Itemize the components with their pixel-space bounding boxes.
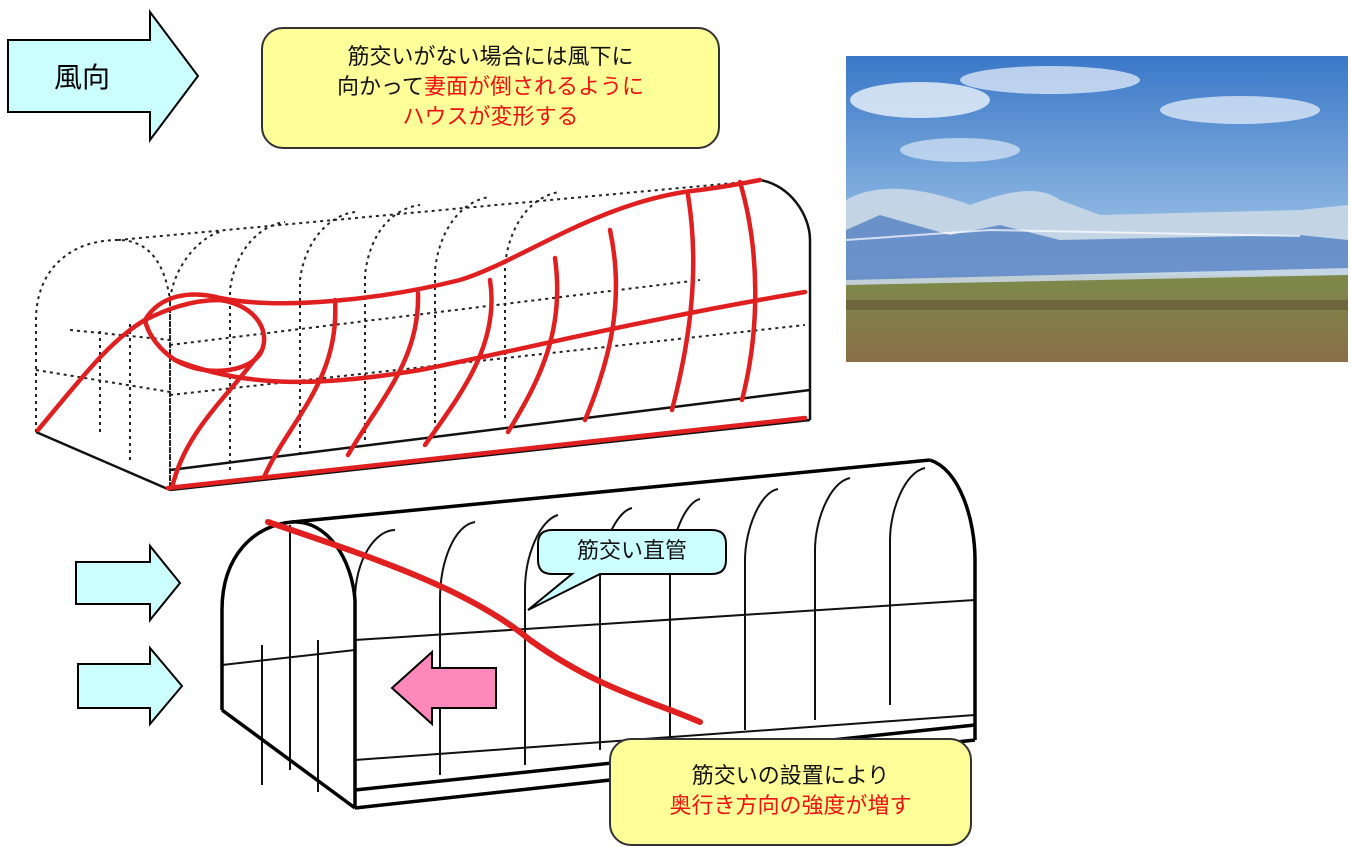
greenhouse-braced-frame xyxy=(221,467,976,792)
collapsed-greenhouse-photo xyxy=(845,56,1348,362)
callout-line-3: ハウスが変形する xyxy=(402,105,579,130)
greenhouse-deformation xyxy=(35,177,808,491)
brace-pipe-label: 筋交い直管 xyxy=(576,539,687,564)
unbraced-deformation-callout: 筋交いがない場合には風下に 向かって妻面が倒されるように ハウスが変形する xyxy=(261,27,720,149)
callout-line-2: 向かって妻面が倒されるように xyxy=(263,73,718,103)
braced-strength-callout: 筋交いの設置により 奥行き方向の強度が増す xyxy=(609,738,972,846)
callout-line-1: 筋交いがない場合には風下に xyxy=(347,45,634,70)
strength-arrow xyxy=(390,649,497,727)
wind-arrow-lower xyxy=(77,645,184,727)
callout-bottom-line-1: 筋交いの設置により xyxy=(691,764,890,789)
wind-arrow-main xyxy=(7,9,200,143)
callout-line-2-black: 向かって xyxy=(337,75,424,100)
brace-bubble-shape xyxy=(527,529,727,611)
callout-line-2-red: 妻面が倒されるように xyxy=(423,75,644,100)
wind-arrow-upper xyxy=(75,543,182,623)
callout-bottom-line-2: 奥行き方向の強度が増す xyxy=(669,794,912,819)
brace-pipe xyxy=(265,519,703,725)
wind-direction-label: 風向 xyxy=(53,61,110,94)
